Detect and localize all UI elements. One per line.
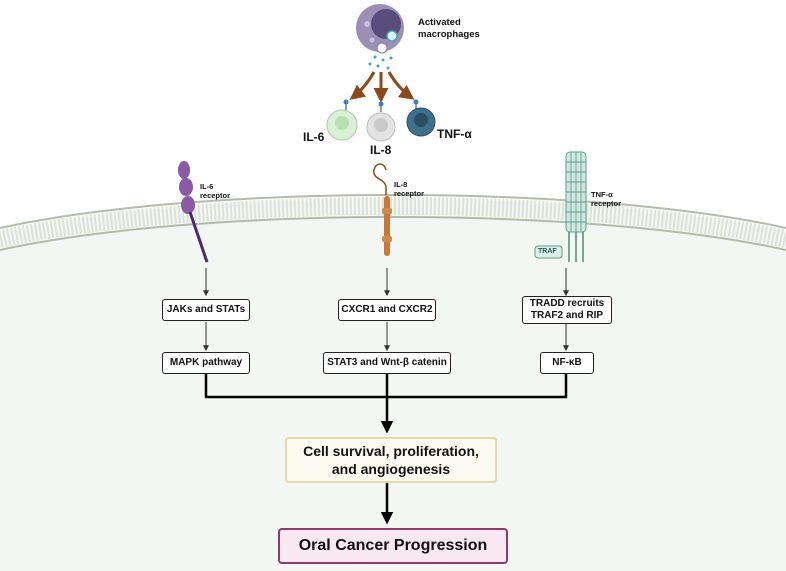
- il6-step2-box: MAPK pathway: [162, 352, 250, 374]
- tnf-step2-box: NF-κB: [540, 352, 594, 374]
- il8-cell-icon: [366, 101, 396, 142]
- tnf-receptor-icon: [534, 151, 587, 262]
- il8-receptor-icon: [373, 163, 392, 256]
- connector-right: [387, 374, 568, 399]
- tnf-step1-box: TRADD recruits TRAF2 and RIP: [522, 296, 612, 324]
- outcome-box: Cell survival, proliferation, and angiog…: [285, 437, 497, 483]
- cell-interior: [0, 199, 786, 571]
- connector-left: [204, 374, 387, 399]
- tnf-cell-icon: [406, 99, 436, 137]
- traf-label: TRAF: [538, 248, 557, 255]
- cell-membrane-inner: [0, 216, 786, 251]
- il8-cytokine-label: IL-8: [370, 143, 392, 157]
- il6-cytokine-label: IL-6: [303, 130, 325, 144]
- il8-step2-box: STAT3 and Wnt-β catenin: [323, 352, 451, 374]
- macrophage-label: Activated macrophages: [418, 17, 480, 40]
- il8-receptor-label: IL-8 receptor: [394, 180, 425, 198]
- arrow-to-tnf: [387, 71, 415, 100]
- arrow-to-il6: [349, 71, 376, 100]
- result-box: Oral Cancer Progression: [278, 528, 508, 564]
- tnf-cytokine-label: TNF-α: [437, 127, 472, 141]
- il6-cell-icon: [326, 99, 358, 141]
- cell-membrane-band: [0, 197, 786, 248]
- il6-receptor-label: IL-6 receptor: [200, 182, 231, 200]
- macrophage-icon: [356, 4, 404, 70]
- il6-step1-box: JAKs and STATs: [162, 299, 250, 321]
- cell-membrane-outer: [0, 194, 786, 229]
- il8-step1-box: CXCR1 and CXCR2: [338, 299, 436, 321]
- il6-receptor-icon: [178, 161, 209, 263]
- tnf-receptor-label: TNF-α receptor: [591, 190, 622, 208]
